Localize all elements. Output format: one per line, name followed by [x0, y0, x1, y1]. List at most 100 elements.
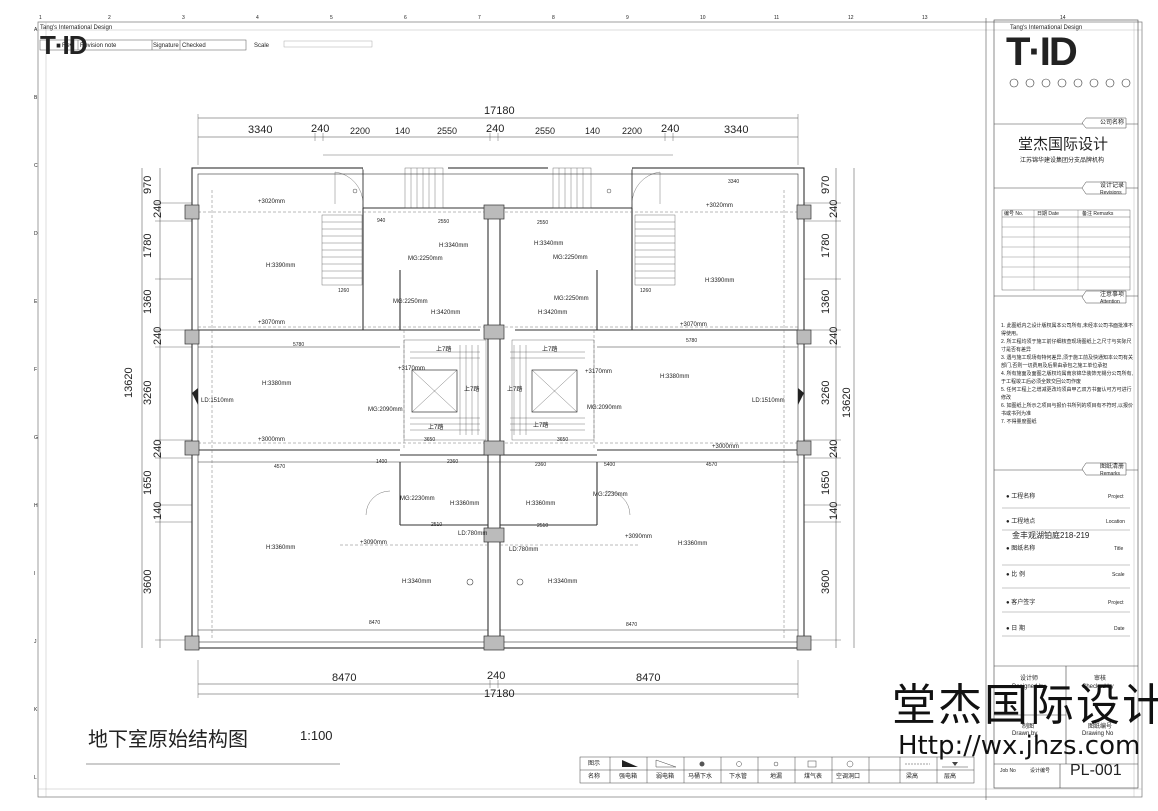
height-label: H:3420mm: [431, 310, 461, 316]
dim-label: 2550: [537, 220, 549, 226]
ruler-mark: J: [34, 639, 37, 645]
dim-top-inner: 2550: [437, 126, 458, 136]
dim-label: 4570: [274, 464, 286, 470]
ruler-mark: 9: [626, 15, 629, 21]
tb-note: 3. 遇与施工现场有特何差异,须于施工前及快通知本公司有关部门,否则一切费用及后…: [1001, 355, 1133, 369]
dim-label: 940: [377, 218, 386, 224]
door-label: MG:2250mm: [553, 255, 588, 261]
dim-bottom-total: 17180: [484, 688, 515, 700]
dim-label: 8470: [626, 622, 638, 628]
dim-label: 2360: [535, 462, 547, 468]
dim-side: 970: [820, 175, 832, 194]
tb-revision-col: 备注 Remarks: [1082, 211, 1114, 217]
window-label: LD:780mm: [509, 547, 539, 553]
tb-note: 6. 如图纸上所示之项目与报价书所列的项目有不符时,以报价书或书列为准: [1001, 403, 1133, 417]
window-label: LD:780mm: [458, 531, 488, 537]
ruler-mark: I: [34, 571, 36, 577]
legend-item: 梁高: [906, 774, 919, 780]
ruler-mark: 10: [700, 15, 706, 21]
dim-top-inner: 2550: [535, 126, 556, 136]
tb-revision-label-en: Revisions: [1100, 190, 1122, 196]
dim-label: 5780: [686, 338, 698, 344]
tb-note: 7. 不得量度图纸: [1001, 419, 1037, 425]
ruler-mark: C: [34, 163, 38, 169]
tb-field-scale: 比 例: [1011, 572, 1025, 578]
tb-field-project: 工程名称: [1011, 494, 1036, 500]
dim-side: 240: [828, 326, 840, 345]
legend-label-name: 名称: [588, 774, 601, 780]
door-label: MG:2250mm: [393, 299, 428, 305]
elevation-label: +3020mm: [706, 203, 733, 209]
dim-label: 2510: [431, 522, 443, 528]
legend-item: 层高: [944, 774, 957, 780]
tb-drawn: 制图: [1022, 724, 1035, 730]
height-label: H:3360mm: [450, 501, 480, 507]
dim-side: 140: [152, 501, 164, 520]
tb-designer: 设计师: [1020, 676, 1039, 682]
tb-company-name: 堂杰国际设计: [1018, 136, 1109, 153]
ruler-mark: 13: [922, 15, 928, 21]
height-label: H:3380mm: [262, 381, 292, 387]
height-label: H:3420mm: [538, 310, 568, 316]
ruler-mark: 5: [330, 15, 333, 21]
tb-job-no: Job No: [1000, 768, 1016, 774]
tb-note: 2. 所工程均须于施工前仔细核查现场图纸上之尺寸与实际尺寸是否有差异: [1001, 339, 1132, 353]
door-label: MG:2090mm: [587, 405, 622, 411]
stair-label: 上7踏: [464, 387, 480, 393]
dim-side: 240: [152, 199, 164, 218]
dim-left-total: 13620: [123, 367, 135, 398]
header-col-note: Revision note: [80, 43, 117, 49]
tb-notes: 1. 此图纸内之设计版权属本公司所有,未经本公司书面批准不得使用。 2. 所工程…: [1001, 322, 1133, 426]
elevation-label: +3000mm: [258, 437, 285, 443]
ruler-mark: 11: [774, 15, 780, 21]
dim-top: 3340: [248, 124, 273, 136]
tb-field-en: Title: [1114, 546, 1124, 552]
ruler-mark: L: [34, 775, 37, 781]
dim-label: 2550: [438, 219, 450, 225]
tb-checker: 审核: [1094, 676, 1107, 682]
legend-item: 马桶下水: [688, 774, 713, 780]
ruler-mark: 4: [256, 15, 259, 21]
dim-side: 3600: [142, 569, 154, 594]
dim-side: 1650: [142, 470, 154, 495]
watermark-url: Http://wx.jhzs.com: [898, 731, 1141, 761]
dim-label: 2360: [447, 459, 459, 465]
ruler-mark: D: [34, 231, 38, 237]
height-label: H:3360mm: [678, 541, 708, 547]
tb-field-en: Project: [1108, 494, 1124, 500]
header-col-scale: Scale: [254, 43, 270, 49]
elevation-label: +3170mm: [398, 366, 425, 372]
legend-item: 弱电箱: [656, 774, 675, 780]
tb-field-location: 工程地点: [1011, 519, 1036, 525]
stair-label: 上7踏: [542, 347, 558, 353]
elevation-label: +3070mm: [680, 322, 707, 328]
height-label: H:3340mm: [548, 579, 578, 585]
ruler-mark: H: [34, 503, 38, 509]
dim-side: 240: [828, 199, 840, 218]
legend-item: 强电箱: [619, 774, 638, 780]
ruler-mark: G: [34, 435, 38, 441]
dim-top-inner: 2200: [350, 126, 371, 136]
dim-label: 3340: [728, 179, 740, 185]
dim-top-total: 17180: [484, 105, 515, 117]
header-brand-subtitle: Tang's International Design: [40, 25, 113, 31]
dim-side: 240: [152, 326, 164, 345]
dim-label: 1400: [376, 459, 388, 465]
door-label: MG:2250mm: [554, 296, 589, 302]
ruler-mark: 1: [39, 15, 42, 21]
height-label: H:3360mm: [526, 501, 556, 507]
tb-drawing-no-en: Drawing No: [1082, 731, 1114, 737]
tb-field-label: ● 日 期: [1006, 626, 1025, 632]
tb-field-en: Date: [1114, 626, 1125, 632]
ruler-mark: B: [34, 95, 38, 101]
ruler-mark: 7: [478, 15, 481, 21]
dim-side: 1360: [142, 289, 154, 314]
dim-side: 970: [142, 175, 154, 194]
tb-drawing-no-label: 图纸编号: [1088, 724, 1113, 730]
ruler-mark: F: [34, 367, 38, 373]
tb-note: 1. 此图纸内之设计版权属本公司所有,未经本公司书面批准不得使用。: [1001, 323, 1133, 337]
tb-field-label: ● 客户签字: [1006, 600, 1036, 606]
dim-top: 3340: [724, 124, 749, 136]
tb-revision-label: 设计记录: [1100, 183, 1125, 189]
elevation-label: +3000mm: [712, 444, 739, 450]
